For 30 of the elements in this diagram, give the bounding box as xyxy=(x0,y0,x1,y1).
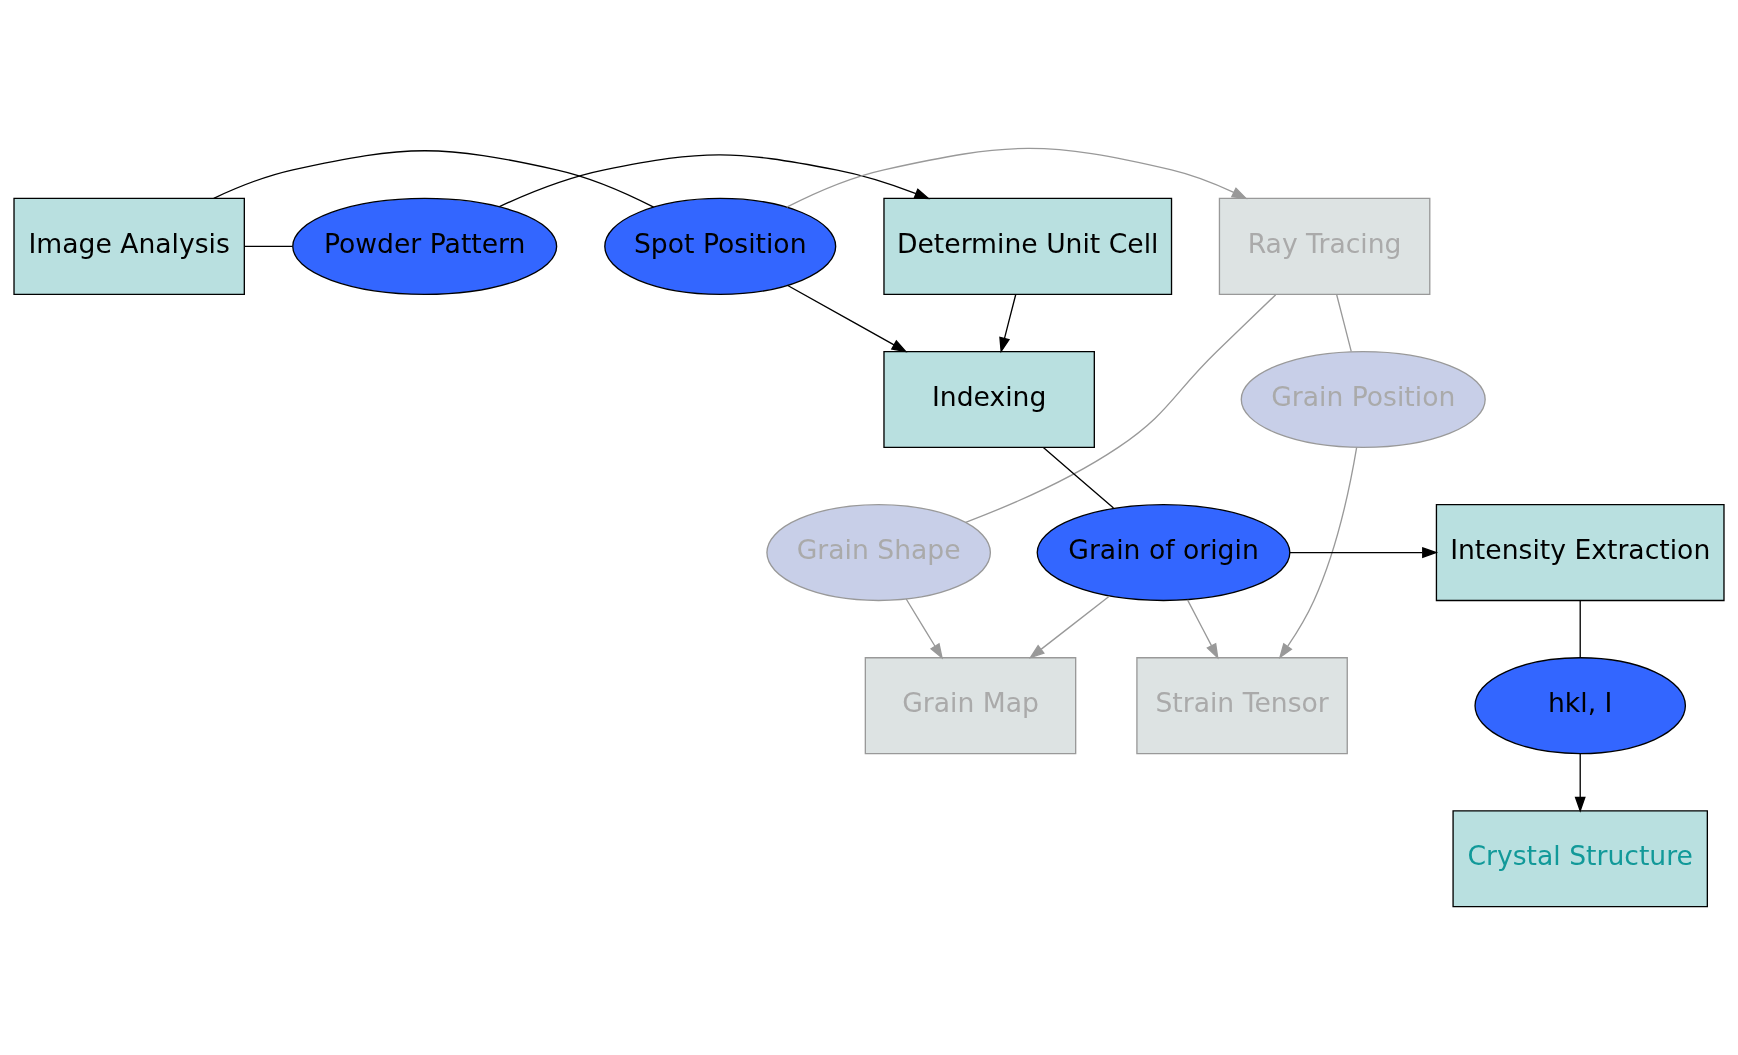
arrow xyxy=(1574,753,1586,813)
node-box: Ray Tracing xyxy=(1218,197,1431,295)
arrow xyxy=(1028,595,1110,659)
node-box: Strain Tensor xyxy=(1136,657,1348,755)
connector xyxy=(965,294,1277,523)
arrow xyxy=(1278,446,1358,660)
node-ellipse: hkl, I xyxy=(1474,657,1687,755)
connector xyxy=(1335,293,1352,353)
arrow xyxy=(1186,599,1219,660)
arrow xyxy=(905,598,944,660)
connector xyxy=(243,245,294,248)
connector xyxy=(213,150,655,208)
arrow xyxy=(786,147,1248,208)
node-box: Indexing xyxy=(883,350,1095,449)
node-ellipse: Grain Position xyxy=(1240,350,1486,449)
node-box: Crystal Structure xyxy=(1452,810,1708,908)
connector xyxy=(1042,446,1115,509)
node-ellipse: Grain of origin xyxy=(1036,503,1291,602)
node-box: Image Analysis xyxy=(13,197,245,295)
node-box: Grain Map xyxy=(864,657,1077,755)
arrow xyxy=(1289,546,1439,559)
node-ellipse: Powder Pattern xyxy=(292,197,558,295)
node-ellipse: Spot Position xyxy=(604,197,837,295)
node-ellipse: Grain Shape xyxy=(766,503,992,602)
arrow xyxy=(498,154,931,208)
node-box: Determine Unit Cell xyxy=(883,197,1173,295)
node-box: Intensity Extraction xyxy=(1435,503,1725,602)
connector xyxy=(1579,600,1581,659)
arrow xyxy=(787,284,908,353)
arrow xyxy=(999,293,1017,354)
